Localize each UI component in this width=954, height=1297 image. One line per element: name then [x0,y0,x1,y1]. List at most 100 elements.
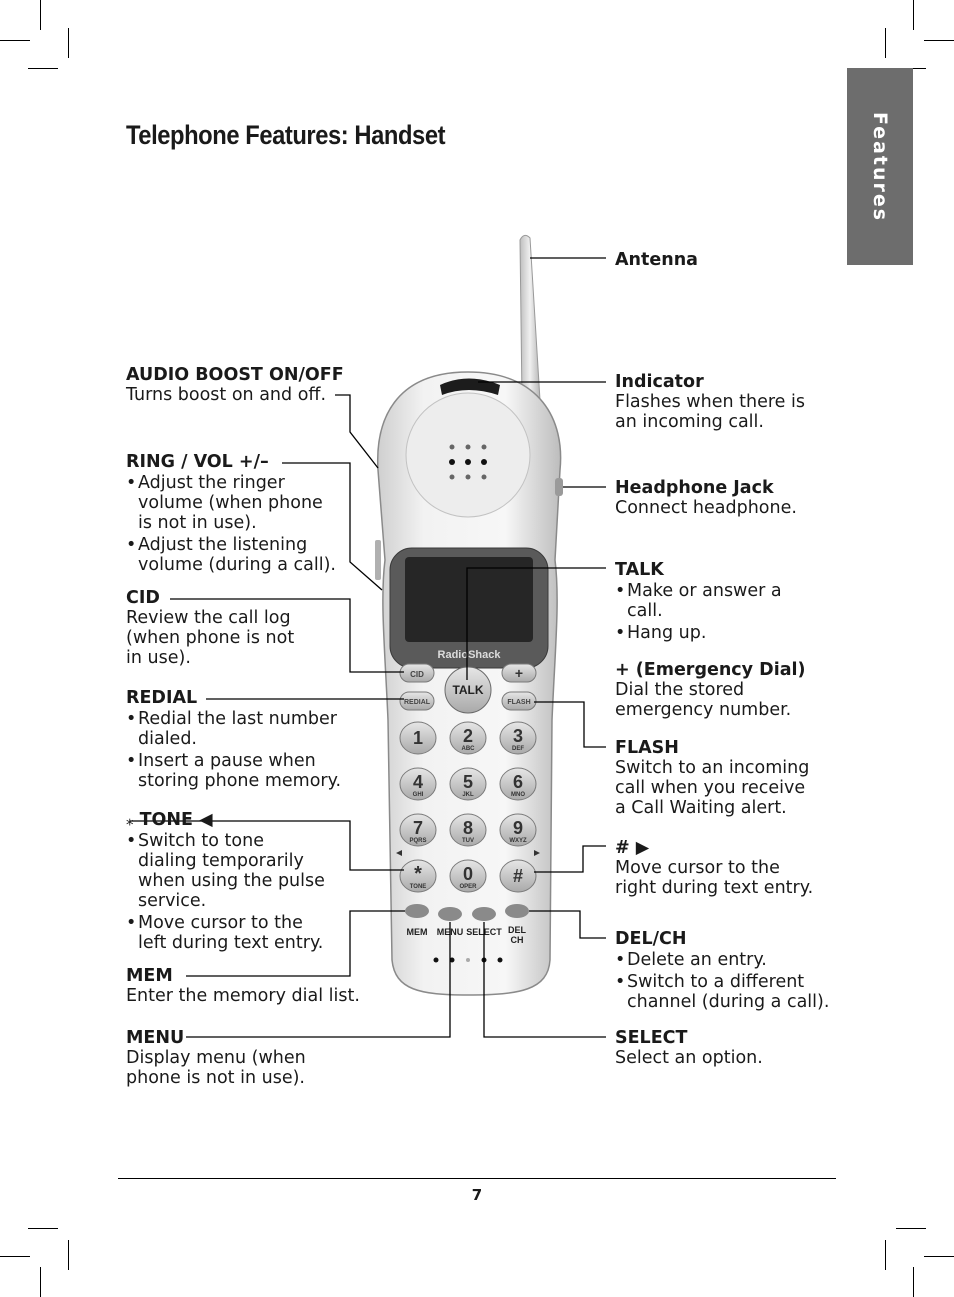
callout-heading: RING / VOL +/– [126,452,269,472]
callout-hash: # ▶ Move cursor to the right during text… [615,838,814,898]
callout-heading: SELECT [615,1028,688,1048]
callout-audio-boost: AUDIO BOOST ON/OFF Turns boost on and of… [126,365,344,405]
bullet: Hang up. [615,623,782,643]
svg-text:8: 8 [463,818,473,838]
crop-mark [40,1267,41,1297]
svg-text:+: + [515,665,523,681]
callout-heading: REDIAL [126,688,198,708]
svg-text:TUV: TUV [462,838,474,844]
callout-headphone-jack: Headphone Jack Connect headphone. [615,478,797,518]
svg-text:7: 7 [413,818,423,838]
callout-heading: + (Emergency Dial) [615,660,806,680]
crop-mark [40,0,41,30]
callout-heading: ⁎ TONE ◀ [126,810,213,830]
svg-text:OPER: OPER [459,884,477,890]
redial-key [399,691,435,711]
talk-key [444,666,492,714]
crop-mark [885,28,886,58]
svg-text:MEM: MEM [407,927,428,937]
svg-text:CH: CH [511,935,524,945]
keypad: 1 2 ABC 3 DEF 4 GHI 5 JKL 6 MNO 7 PQRS 8… [396,721,540,893]
svg-text:DEF: DEF [512,746,524,752]
callout-mem: MEM Enter the memory dial list. [126,966,360,1006]
cid-key [399,663,435,683]
callout-heading: FLASH [615,738,679,758]
svg-text:WXYZ: WXYZ [509,838,527,844]
earpiece-holes [449,444,487,480]
crop-mark [896,1228,926,1229]
svg-text:CID: CID [410,670,424,679]
crop-mark [913,1267,914,1297]
svg-text:2: 2 [463,726,473,746]
crop-mark [0,1256,30,1257]
callout-indicator: Indicator Flashes when there is an incom… [615,372,805,432]
svg-text:TONE: TONE [410,884,427,890]
svg-text:FLASH: FLASH [507,699,530,706]
crop-mark [68,28,69,58]
star-icon: ⁎ [126,811,134,829]
svg-text:REDIAL: REDIAL [404,699,431,706]
crop-mark [0,40,30,41]
page-number: 7 [471,1186,483,1204]
crop-mark [28,68,58,69]
callout-heading: TALK [615,560,664,580]
page-title: Telephone Features: Handset [126,120,446,150]
footer-rule [118,1178,836,1179]
crop-mark [913,0,914,30]
callout-del-ch: DEL/CH Delete an entry. Switch to a diff… [615,929,829,1014]
callout-heading: Indicator [615,372,704,392]
bullet: Delete an entry. [615,950,829,970]
svg-text:MNO: MNO [511,792,525,798]
callout-heading: Antenna [615,250,698,270]
svg-text:9: 9 [513,818,523,838]
callout-heading: MENU [126,1028,185,1048]
svg-text:4: 4 [413,772,423,792]
leader-lines [130,257,606,1038]
callout-heading: MEM [126,966,173,986]
svg-text:DEL: DEL [508,925,527,935]
callout-heading: CID [126,588,160,608]
crop-mark [28,1228,58,1229]
svg-text:JKL: JKL [462,792,474,798]
svg-text:#: # [513,866,523,886]
callout-select: SELECT Select an option. [615,1028,763,1068]
svg-text:ABC: ABC [462,746,476,752]
callout-cid: CID Review the call log (when phone is n… [126,588,295,668]
crop-mark [885,1240,886,1270]
brand-label: RadioShack [438,649,502,661]
callout-emergency-dial: + (Emergency Dial) Dial the stored emerg… [615,660,806,720]
callout-heading: DEL/CH [615,929,687,949]
callout-menu: MENU Display menu (when phone is not in … [126,1028,306,1088]
svg-text:*: * [414,863,422,885]
svg-text:0: 0 [463,864,473,884]
callout-heading: AUDIO BOOST ON/OFF [126,365,344,385]
crop-mark [924,40,954,41]
svg-text:5: 5 [463,772,473,792]
callout-heading: Headphone Jack [615,478,774,498]
microphone-holes [433,957,503,963]
emergency-key [501,663,537,683]
svg-text:1: 1 [413,728,423,748]
callout-flash: FLASH Switch to an incoming call when yo… [615,738,810,818]
section-tab: Features [847,68,913,265]
earpiece [405,392,531,518]
callout-text: Turns boost on and off. [126,385,327,405]
svg-text:3: 3 [513,726,523,746]
callout-antenna: Antenna [615,250,698,270]
callout-heading: # ▶ [615,838,650,858]
svg-text:6: 6 [513,772,523,792]
svg-text:GHI: GHI [413,792,424,798]
crop-mark [68,1240,69,1270]
svg-text:PQRS: PQRS [409,838,426,844]
